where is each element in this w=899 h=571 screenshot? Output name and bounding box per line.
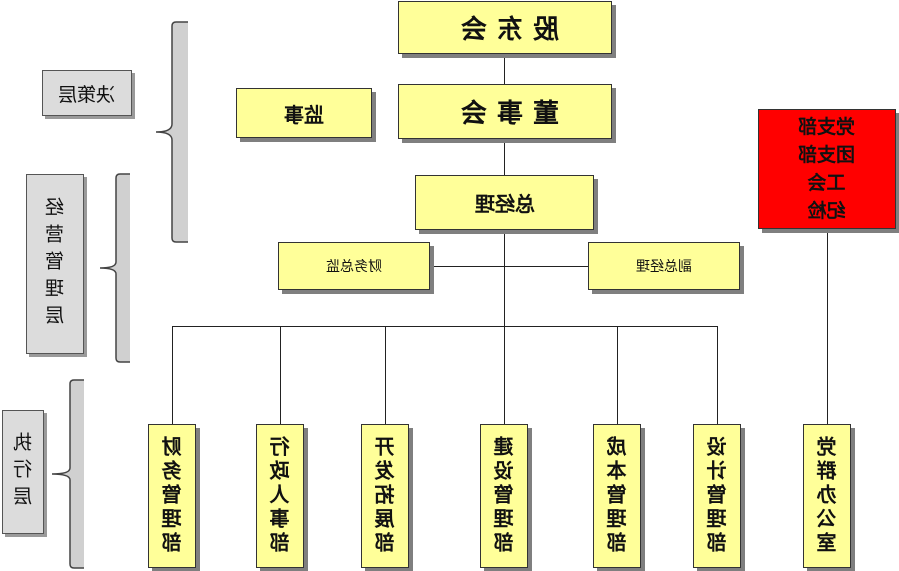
connector-cfo-deputy <box>430 266 588 267</box>
decision-level-note: 决策层 <box>42 70 132 116</box>
department-cost-label: 成本管理部 <box>605 436 630 556</box>
execution-level-label: 执行层 <box>12 431 35 513</box>
connector-dept-2 <box>280 326 281 424</box>
department-party-office: 党群办公室 <box>803 424 851 568</box>
department-admin-hr: 行政人事部 <box>256 424 304 568</box>
decision-level-label: 决策层 <box>58 83 116 106</box>
management-level-label: 经营管理层 <box>44 196 67 332</box>
connector-departments-bus <box>172 326 717 327</box>
department-admin-hr-label: 行政人事部 <box>268 436 293 556</box>
management-level-note: 经营管理层 <box>26 174 84 354</box>
deputy-gm-label: 副总经理 <box>636 259 692 275</box>
party-groups-box: 党支部 团支部 工会 纪检 <box>758 109 896 229</box>
deputy-gm-box: 副总经理 <box>588 242 740 290</box>
connector-shareholders-board <box>504 54 505 84</box>
department-cost: 成本管理部 <box>593 424 641 568</box>
supervisor-label: 监事 <box>284 102 324 127</box>
board-box: 董事会 <box>398 84 612 139</box>
execution-level-note: 执行层 <box>2 410 44 534</box>
connector-dept-1 <box>172 326 173 424</box>
cfo-label: 财务总监 <box>326 259 382 275</box>
department-construction-label: 建设管理部 <box>492 436 517 556</box>
connector-party-office <box>827 229 828 424</box>
board-label: 董事会 <box>450 99 559 129</box>
department-design-label: 设计管理部 <box>705 436 730 556</box>
party-groups-label: 党支部 团支部 工会 纪检 <box>798 116 856 222</box>
gm-box: 总经理 <box>415 175 594 230</box>
connector-board-gm <box>504 139 505 175</box>
shareholders-box: 股东会 <box>398 1 612 54</box>
cfo-box: 财务总监 <box>278 242 430 290</box>
execution-level-brace <box>51 379 84 569</box>
department-design: 设计管理部 <box>693 424 741 568</box>
management-level-brace <box>99 173 130 363</box>
department-finance-label: 财务管理部 <box>160 436 185 556</box>
department-finance: 财务管理部 <box>148 424 196 568</box>
decision-level-brace <box>155 21 188 243</box>
connector-dept-6 <box>717 326 718 424</box>
connector-dept-5 <box>617 326 618 424</box>
connector-gm-departments <box>504 230 505 326</box>
department-construction: 建设管理部 <box>480 424 528 568</box>
department-development-label: 开发拓展部 <box>373 436 398 556</box>
connector-dept-4 <box>504 326 505 424</box>
shareholders-label: 股东会 <box>450 15 559 45</box>
department-development: 开发拓展部 <box>361 424 409 568</box>
gm-label: 总经理 <box>474 192 535 216</box>
department-party-office-label: 党群办公室 <box>815 436 840 556</box>
supervisor-box: 监事 <box>236 88 372 138</box>
connector-dept-3 <box>385 326 386 424</box>
